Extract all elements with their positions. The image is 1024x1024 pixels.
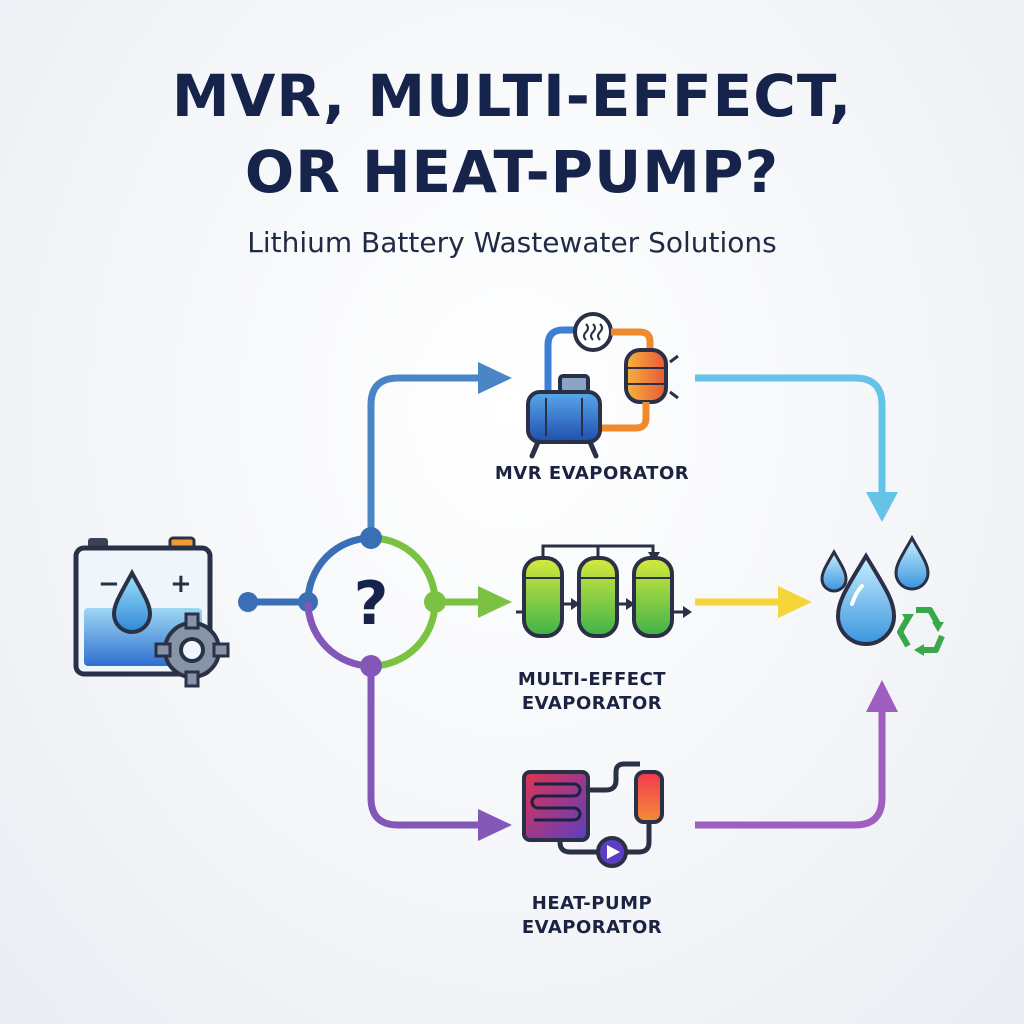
heat-pump-label-line-2: EVAPORATOR [521,917,663,938]
multi-effect-branch [424,586,512,618]
heat-pump-evaporator-label: HEAT-PUMP EVAPORATOR [452,892,732,940]
heat-pump-evaporator-icon [522,761,664,868]
mvr-evaporator-icon [526,312,679,459]
title-line-2: OR HEAT-PUMP? [244,138,780,206]
multi-effect-output [695,586,812,618]
title-line-1: MVR, MULTI-EFFECT, [171,62,853,130]
mvr-output [695,374,898,522]
battery-plus: + [170,569,192,599]
mvr-label-line-1: MVR EVAPORATOR [494,463,690,484]
multi-effect-evaporator-label: MULTI-EFFECT EVAPORATOR [452,668,732,716]
question-icon: ? [304,534,439,670]
subtitle: Lithium Battery Wastewater Solutions [247,226,777,259]
heat-pump-label-line-1: HEAT-PUMP [531,893,653,914]
decision-symbol: ? [354,569,389,639]
multi-effect-evaporator-icon [516,544,692,638]
gear-icon [154,612,230,688]
heat-pump-output [695,680,898,829]
battery-minus: − [98,569,120,599]
recycled-water-icon [820,534,945,656]
multi-effect-label-line-1: MULTI-EFFECT [517,669,667,690]
recycle-icon [897,607,945,656]
multi-effect-label-line-2: EVAPORATOR [521,693,663,714]
mvr-branch [360,362,512,549]
heat-pump-branch [360,655,512,841]
mvr-evaporator-label: MVR EVAPORATOR [452,462,732,486]
battery-wastewater-icon: − + [73,536,230,688]
